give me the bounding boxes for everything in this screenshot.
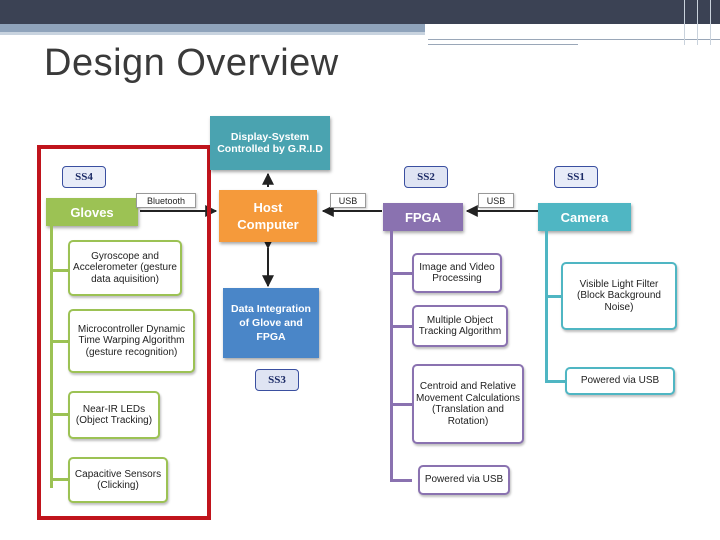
glove-item-near-ir-leds: Near-IR LEDs (Object Tracking) bbox=[68, 391, 160, 439]
gloves-branch-2 bbox=[50, 340, 68, 343]
fpga-item-image-processing: Image and Video Processing bbox=[412, 253, 502, 293]
host-computer-block: Host Computer bbox=[219, 190, 317, 242]
bluetooth-link-label: Bluetooth bbox=[136, 193, 196, 208]
display-system-block: Display-System Controlled by G.R.I.D bbox=[210, 116, 330, 170]
header-thin-strip bbox=[0, 32, 720, 35]
fpga-bracket-line bbox=[390, 231, 393, 481]
glove-item-gyroscope: Gyroscope and Accelerometer (gesture dat… bbox=[68, 240, 182, 296]
subsystem-tag-ss2: SS2 bbox=[404, 166, 448, 188]
usb-link-label-camera: USB bbox=[478, 193, 514, 208]
glove-subsystem-highlight bbox=[37, 145, 211, 520]
glove-item-microcontroller: Microcontroller Dynamic Time Warping Alg… bbox=[68, 309, 195, 373]
usb-link-label-fpga: USB bbox=[330, 193, 366, 208]
subsystem-tag-ss3: SS3 bbox=[255, 369, 299, 391]
camera-item-powered-usb: Powered via USB bbox=[565, 367, 675, 395]
fpga-branch-1 bbox=[390, 272, 412, 275]
header-strip bbox=[0, 24, 720, 32]
gloves-branch-1 bbox=[50, 269, 68, 272]
camera-branch-1 bbox=[545, 295, 561, 298]
header-vline-2 bbox=[697, 0, 698, 45]
data-integration-block: Data Integration of Glove and FPGA bbox=[223, 288, 319, 358]
fpga-branch-3 bbox=[390, 403, 412, 406]
header-band bbox=[0, 0, 720, 24]
gloves-bracket-line bbox=[50, 226, 53, 488]
fpga-block: FPGA bbox=[383, 203, 463, 231]
header-vline-1 bbox=[684, 0, 685, 45]
slide-title: Design Overview bbox=[44, 42, 339, 84]
gloves-branch-3 bbox=[50, 413, 68, 416]
camera-block: Camera bbox=[538, 203, 631, 231]
camera-item-visible-light-filter: Visible Light Filter (Block Background N… bbox=[561, 262, 677, 330]
fpga-branch-4 bbox=[390, 479, 412, 482]
fpga-branch-2 bbox=[390, 325, 412, 328]
fpga-item-centroid-calculations: Centroid and Relative Movement Calculati… bbox=[412, 364, 524, 444]
header-cutout bbox=[425, 24, 720, 35]
header-line-1 bbox=[428, 39, 720, 40]
camera-branch-2 bbox=[545, 380, 565, 383]
glove-item-capacitive-sensors: Capacitive Sensors (Clicking) bbox=[68, 457, 168, 503]
subsystem-tag-ss4: SS4 bbox=[62, 166, 106, 188]
header-vline-3 bbox=[710, 0, 711, 45]
gloves-block: Gloves bbox=[46, 198, 138, 226]
subsystem-tag-ss1: SS1 bbox=[554, 166, 598, 188]
fpga-item-object-tracking: Multiple Object Tracking Algorithm bbox=[412, 305, 508, 347]
gloves-branch-4 bbox=[50, 478, 68, 481]
fpga-item-powered-usb: Powered via USB bbox=[418, 465, 510, 495]
header-line-2 bbox=[428, 44, 578, 45]
camera-bracket-line bbox=[545, 231, 548, 383]
